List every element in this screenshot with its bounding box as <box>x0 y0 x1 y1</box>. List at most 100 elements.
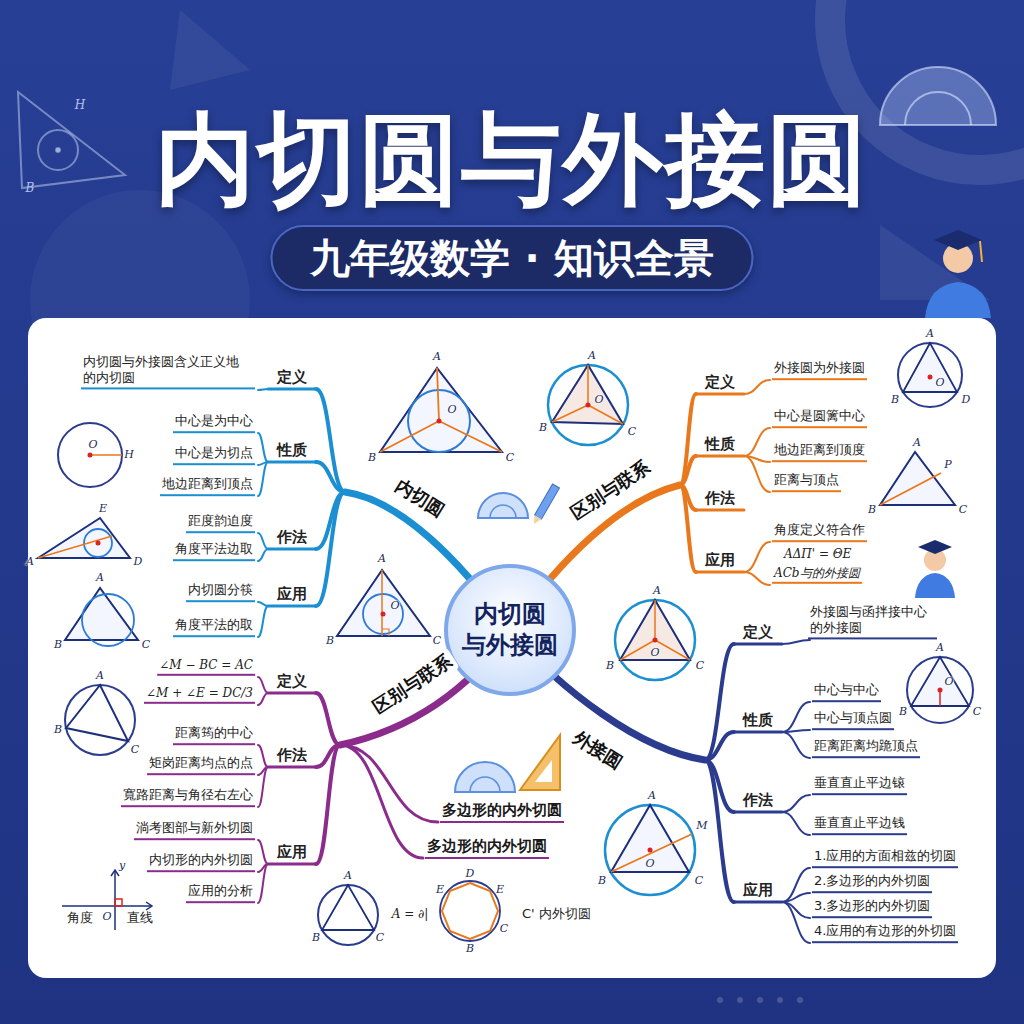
point-letter: E <box>496 883 504 896</box>
circumscribed-triangle-figure-part-part <box>587 365 589 405</box>
octagon-figure-part <box>440 881 500 941</box>
application-circumcircle-figure <box>605 805 695 895</box>
branch-line <box>734 643 782 646</box>
branch-line <box>340 745 423 858</box>
branch-line <box>258 433 268 462</box>
inscribed-triangle-figure-part <box>380 368 502 452</box>
point-letter: B <box>868 503 876 516</box>
circumcircle-figure <box>898 343 962 407</box>
branch-label: 内切圆 <box>387 472 452 525</box>
leaf-text: 中心与顶点圆 <box>812 710 894 730</box>
point-letter: A <box>433 350 441 363</box>
point-letter: B <box>312 931 320 944</box>
inscribed-triangle-figure-part <box>380 368 502 452</box>
center-right-figure-part <box>615 600 695 680</box>
point-letter: C <box>131 743 139 756</box>
center-right-figure <box>615 600 695 680</box>
branch-line <box>696 509 744 512</box>
triangle-line-figure <box>880 452 955 505</box>
category-label: 定义 <box>703 373 737 391</box>
point-letter: A <box>588 349 596 362</box>
point-letter: A <box>96 669 104 682</box>
circumscribed-triangle-figure-part-part <box>552 405 588 422</box>
point-letter: B <box>598 874 606 887</box>
point-letter: A <box>344 869 352 882</box>
bottom-circle-figure <box>318 885 378 945</box>
student-small-part <box>915 573 955 598</box>
leaf-text: 中心是圆篱中心 <box>772 408 867 428</box>
point-letter: C <box>142 638 150 651</box>
point-letter: B <box>899 705 907 718</box>
branch-line <box>696 393 744 396</box>
branch-line <box>782 640 810 644</box>
note-text: 直线 <box>127 910 153 926</box>
leaf-text: 多边形的内外切圆 <box>425 837 549 859</box>
leaf-text: 距离与顶点 <box>772 472 841 492</box>
application-circumcircle-figure-part <box>611 805 689 872</box>
branch-line <box>696 571 744 574</box>
point-letter: A <box>653 584 661 597</box>
leaf-text: 1.应用的方面相兹的切圆 <box>812 848 958 868</box>
branch-line <box>782 893 810 902</box>
category-label: 定义 <box>741 623 775 641</box>
axes-figure-part <box>146 902 152 910</box>
branch-line <box>316 492 345 606</box>
left-circle-figure <box>65 685 135 755</box>
application-circumcircle-figure-part <box>605 805 695 895</box>
point-letter: D <box>466 867 475 880</box>
branch-line <box>316 462 345 492</box>
point-letter: B <box>891 393 899 406</box>
panel-dots-part <box>737 997 743 1003</box>
branch-line <box>258 840 268 864</box>
point-letter: C <box>695 874 703 887</box>
leaf-text: 矩岗距离均点的点 <box>147 755 255 775</box>
leaf-text: ACb与的外接圆 <box>772 566 862 584</box>
node-text: 内切圆 与外接圆 <box>460 599 560 661</box>
branch-line <box>316 389 345 492</box>
definition-circumcircle-figure-part <box>938 688 943 693</box>
point-letter: B <box>54 723 62 736</box>
triangle-circle-figure-part <box>82 594 134 646</box>
leaf-text: 中心是为切点 <box>173 445 255 465</box>
category-label: 性质 <box>741 711 775 729</box>
circumcircle-figure-part <box>903 343 957 392</box>
protractor-pencil <box>478 484 559 526</box>
point-letter: B <box>466 942 474 955</box>
definition-circumcircle-figure <box>907 657 973 723</box>
definition-circumcircle-figure-part <box>907 657 973 723</box>
axes-figure-part <box>111 870 119 876</box>
leaf-text: 角度定义符合作 <box>772 522 867 542</box>
bisector-figure-part <box>38 536 112 558</box>
bisector-figure-part <box>96 541 101 546</box>
point-letter: B <box>54 638 62 651</box>
point-letter: H <box>124 448 134 461</box>
point-letter: E <box>99 502 107 515</box>
protractor-ruler-part <box>455 762 515 792</box>
inscribed-triangle-figure-part-part <box>380 421 439 452</box>
branch-line <box>734 901 782 904</box>
branch-label: 外接圆 <box>565 724 630 777</box>
corner-letter: B <box>26 181 35 195</box>
category-label: 作法 <box>741 791 775 809</box>
point-letter: E <box>436 883 444 896</box>
point-letter: C <box>433 634 441 647</box>
leaf-text: 地边距离到顶度 <box>772 442 867 462</box>
leaf-text: 地边距离到顶点 <box>160 476 255 496</box>
category-label: 作法 <box>275 528 309 546</box>
leaf-text: 中心与中心 <box>812 682 881 702</box>
leaf-text: 多边形的内外切圆 <box>440 801 564 823</box>
triangle-line-figure-part <box>880 473 941 505</box>
panel-dots <box>717 997 803 1003</box>
category-label: 应用 <box>275 843 309 861</box>
circumscribed-triangle-figure-part <box>548 365 628 445</box>
point-letter: D <box>134 555 143 568</box>
leaf-text: ∠M − BC = AC <box>157 658 255 676</box>
page-title: 内切圆与外接圆 <box>155 100 869 220</box>
branch-line <box>258 677 268 693</box>
branch-line <box>258 549 268 561</box>
point-letter: A <box>96 571 104 584</box>
point-letter: B <box>539 421 547 434</box>
formula-text: A = ∂| <box>392 907 429 921</box>
